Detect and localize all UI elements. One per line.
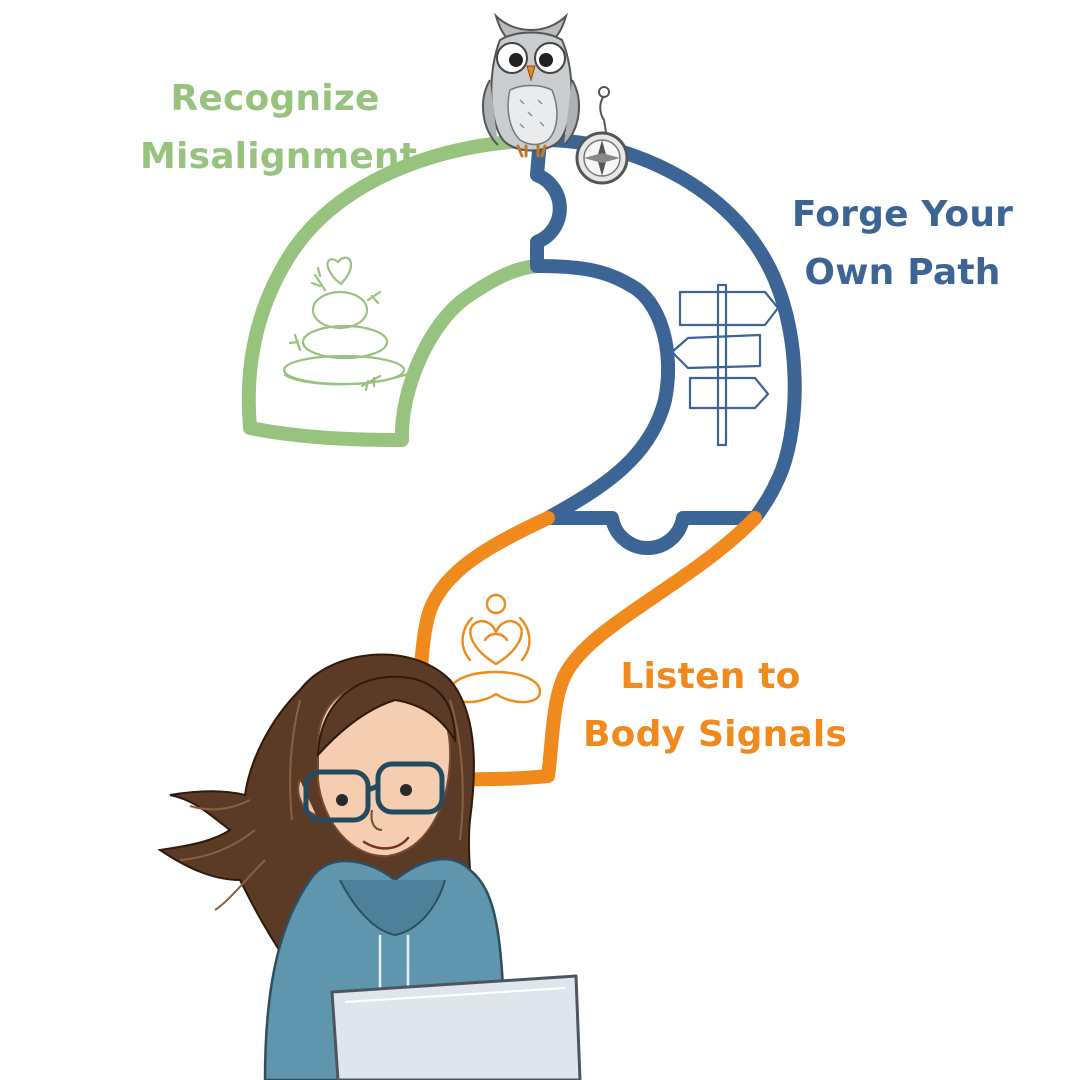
label-misalignment-line2: Misalignment [140, 136, 418, 177]
signpost-icon [670, 283, 780, 447]
stacked-stones-icon [282, 256, 410, 392]
label-misalignment-line1: Recognize [170, 78, 380, 119]
girl-with-laptop-illustration [157, 653, 582, 1080]
label-path-line1: Forge Your [791, 194, 1014, 235]
label-forge-your-own-path: Forge Your Own Path [790, 186, 1015, 302]
owl-icon [482, 12, 580, 158]
blue-segment [530, 133, 802, 555]
label-body-line2: Body Signals [583, 714, 848, 755]
label-recognize-misalignment: Recognize Misalignment [140, 70, 418, 186]
label-body-line1: Listen to [620, 656, 801, 697]
compass-icon [575, 86, 629, 185]
label-listen-to-body-signals: Listen to Body Signals [583, 648, 848, 764]
orange-segment-outline [413, 511, 762, 787]
laptop-icon [330, 974, 582, 1080]
label-path-line2: Own Path [804, 252, 1001, 293]
blue-segment-outline [530, 133, 802, 555]
meditation-heart-icon [448, 593, 542, 704]
orange-segment [413, 511, 762, 787]
glasses-icon [303, 761, 445, 823]
